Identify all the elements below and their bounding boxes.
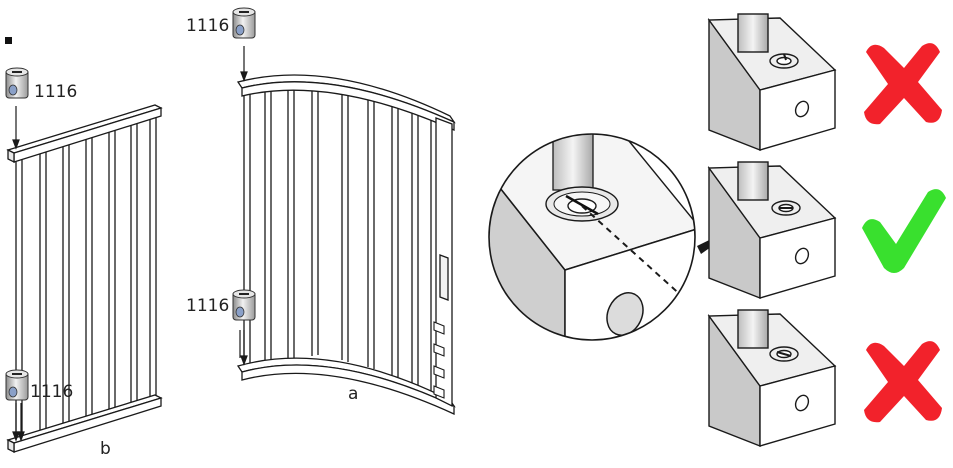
cross-icon [864,43,942,125]
part-code-label: 1116 [186,296,230,316]
panel-a-label: a [348,384,359,404]
square-bullet-icon [5,37,12,44]
barrel-nut-icon [232,289,256,321]
panel-b-slats [15,118,157,438]
panel-b-label: b [100,439,111,459]
barrel-nut-icon [5,67,29,99]
part-code-label: 1116 [30,382,74,402]
part-code-label: 1116 [34,82,78,102]
panel-b-top-rail [6,104,163,154]
cross-icon [864,341,942,423]
barrel-nut-icon [232,7,256,39]
detail-correct [707,161,837,300]
detail-wrong-2 [707,309,837,448]
panel-a [236,74,456,416]
panel-b-bottom-rail [6,394,163,444]
barrel-nut-icon [5,369,29,401]
panel-a-slats [243,84,438,394]
magnified-detail [488,133,696,341]
check-icon [862,189,946,273]
part-code-label: 1116 [186,16,230,36]
panel-b [6,104,163,454]
detail-wrong-1 [707,13,837,152]
